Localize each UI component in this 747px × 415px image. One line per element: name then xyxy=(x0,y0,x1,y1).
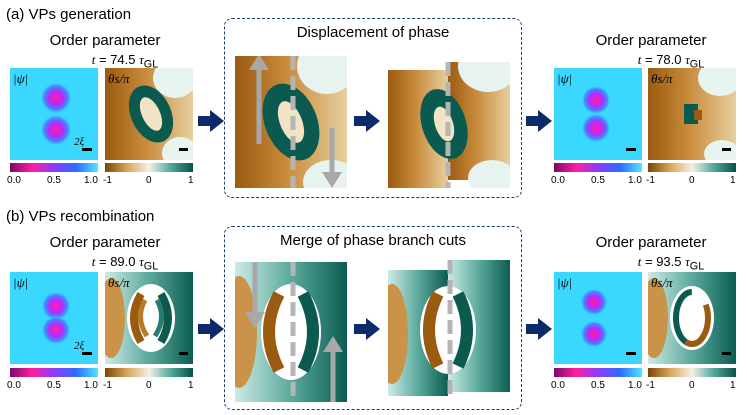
psi-tick-1-a-left: 0.5 xyxy=(47,175,61,186)
theta-tick-2-b-right: 1 xyxy=(730,380,736,391)
theta-map-b-left xyxy=(105,272,193,364)
theta-symbol-b-left: θs/π xyxy=(108,275,130,290)
time-label-a-left: t = 74.5 τGL xyxy=(40,52,210,71)
theta-tick-1-b-right: 0 xyxy=(689,380,695,391)
theta-tick-1-a-right: 0 xyxy=(689,175,695,186)
theta-colorbar-a-left xyxy=(105,163,193,172)
psi-tick-0-a-left: 0.0 xyxy=(7,175,21,186)
order-parameter-title-b-left: Order parameter xyxy=(49,234,161,251)
psi-tick-0-b-left: 0.0 xyxy=(7,380,21,391)
psi-tick-2-a-right: 1.0 xyxy=(628,175,642,186)
psi-tick-2-a-left: 1.0 xyxy=(84,175,98,186)
psi-symbol-a-left: |ψ| xyxy=(13,71,29,86)
theta-colorbar-a-right xyxy=(648,163,736,172)
arrow-right-icon-a1 xyxy=(198,110,224,132)
psi-map-a-left xyxy=(10,68,98,160)
box-title-a: Displacement of phase xyxy=(296,24,450,41)
psi-symbol-a-right: |ψ| xyxy=(557,71,573,86)
psi-map-b-right xyxy=(554,272,642,364)
time-label-b-left: t = 89.0 τGL xyxy=(40,254,210,273)
theta-symbol-b-right: θs/π xyxy=(651,275,673,290)
phase-panel-b-left xyxy=(235,262,347,402)
time-symbol: t xyxy=(91,254,96,269)
panel-label-b: (b) VPs recombination xyxy=(6,208,155,225)
theta-tick-0-b-right: -1 xyxy=(646,380,655,391)
panel-label-a: (a) VPs generation xyxy=(6,6,132,23)
arrow-right-icon-b1 xyxy=(198,318,224,340)
theta-tick-2-b-left: 1 xyxy=(188,380,194,391)
psi-symbol-b-left: |ψ| xyxy=(13,275,29,290)
theta-tick-2-a-left: 1 xyxy=(188,175,194,186)
psi-tick-1-a-right: 0.5 xyxy=(591,175,605,186)
theta-tick-0-a-right: -1 xyxy=(646,175,655,186)
order-parameter-title-a-right: Order parameter xyxy=(595,32,707,49)
scale-label-b: 2ξ xyxy=(74,340,85,352)
phase-panel-a-left xyxy=(235,56,347,188)
theta-tick-0-a-left: -1 xyxy=(103,175,112,186)
arrow-right-icon-b-box xyxy=(354,318,380,340)
psi-symbol-b-right: |ψ| xyxy=(557,275,573,290)
theta-tick-0-b-left: -1 xyxy=(103,380,112,391)
box-title-b: Merge of phase branch cuts xyxy=(280,232,466,249)
psi-colorbar-b-right xyxy=(554,368,642,377)
theta-colorbar-b-right xyxy=(648,368,736,377)
theta-colorbar-b-left xyxy=(105,368,193,377)
time-unit: τ xyxy=(139,52,144,67)
psi-colorbar-b-left xyxy=(10,368,98,377)
time-value: = 74.5 xyxy=(95,52,140,67)
theta-tick-1-b-left: 0 xyxy=(146,380,152,391)
psi-colorbar-a-right xyxy=(554,163,642,172)
theta-map-b-right xyxy=(648,272,736,364)
psi-map-a-right xyxy=(554,68,642,160)
theta-symbol-a-right: θs/π xyxy=(651,71,673,86)
time-unit: τ xyxy=(685,254,690,269)
psi-tick-2-b-right: 1.0 xyxy=(628,380,642,391)
time-unit: τ xyxy=(139,254,144,269)
time-unit-sub: GL xyxy=(689,58,705,71)
scale-label-a: 2ξ xyxy=(74,136,85,148)
arrow-right-icon-a2 xyxy=(526,110,552,132)
phase-panel-a-right xyxy=(388,62,510,188)
theta-tick-1-a-left: 0 xyxy=(146,175,152,186)
arrow-right-icon-a-box xyxy=(354,110,380,132)
theta-symbol-a-left: θs/π xyxy=(108,71,130,86)
order-parameter-title-b-right: Order parameter xyxy=(595,234,707,251)
time-unit-sub: GL xyxy=(143,260,159,273)
displacement-box-a xyxy=(224,18,522,198)
time-symbol: t xyxy=(637,254,642,269)
arrow-right-icon-b2 xyxy=(526,318,552,340)
time-value: = 93.5 xyxy=(641,254,686,269)
time-unit: τ xyxy=(685,52,690,67)
time-symbol: t xyxy=(91,52,96,67)
psi-tick-2-b-left: 1.0 xyxy=(84,380,98,391)
psi-colorbar-a-left xyxy=(10,163,98,172)
time-label-b-right: t = 93.5 τGL xyxy=(586,254,747,273)
psi-tick-0-a-right: 0.0 xyxy=(551,175,565,186)
time-value: = 78.0 xyxy=(641,52,686,67)
time-unit-sub: GL xyxy=(689,260,705,273)
order-parameter-title-a-left: Order parameter xyxy=(49,32,161,49)
psi-tick-1-b-left: 0.5 xyxy=(47,380,61,391)
time-value: = 89.0 xyxy=(95,254,140,269)
phase-panel-b-right xyxy=(388,260,510,400)
time-symbol: t xyxy=(637,52,642,67)
psi-tick-0-b-right: 0.0 xyxy=(551,380,565,391)
theta-tick-2-a-right: 1 xyxy=(730,175,736,186)
theta-map-a-right xyxy=(648,68,736,160)
psi-map-b-left xyxy=(10,272,98,364)
time-label-a-right: t = 78.0 τGL xyxy=(586,52,747,71)
psi-tick-1-b-right: 0.5 xyxy=(591,380,605,391)
merge-box-b xyxy=(224,226,522,410)
theta-map-a-left xyxy=(105,68,193,160)
time-unit-sub: GL xyxy=(143,58,159,71)
